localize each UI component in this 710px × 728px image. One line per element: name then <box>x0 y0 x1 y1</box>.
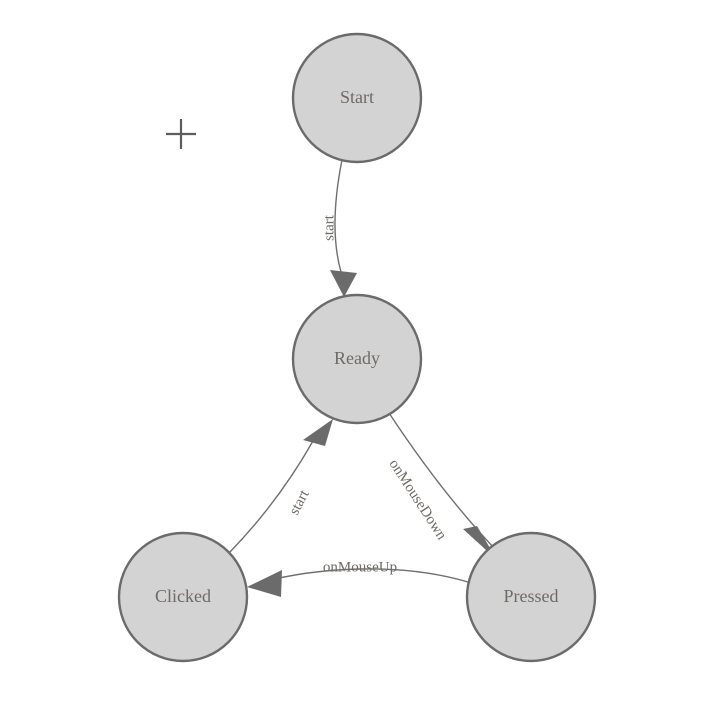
edge-start-to-ready[interactable]: start <box>321 159 357 297</box>
edge-label-pressed-to-clicked: onMouseUp <box>323 559 397 575</box>
node-clicked[interactable]: Clicked <box>117 531 249 663</box>
edge-label-ready-to-pressed: onMouseDown <box>386 457 450 544</box>
node-pressed[interactable]: Pressed <box>465 531 597 663</box>
plus-marker-icon <box>166 119 196 149</box>
node-shape <box>465 531 597 663</box>
edge-line <box>334 159 343 273</box>
node-label-ready: Ready <box>334 348 380 368</box>
arrow-head <box>330 270 357 297</box>
node-shape <box>291 32 423 164</box>
edge-ready-to-pressed[interactable]: onMouseDown <box>386 412 497 560</box>
edge-label-start-to-ready: start <box>321 214 337 241</box>
node-label-pressed: Pressed <box>504 586 559 606</box>
edge-pressed-to-clicked[interactable]: onMouseUp <box>247 559 469 597</box>
edge-clicked-to-ready[interactable]: start <box>228 419 333 554</box>
node-start[interactable]: Start <box>291 32 423 164</box>
node-shape <box>117 531 249 663</box>
node-label-start: Start <box>340 87 374 107</box>
edge-label-clicked-to-ready: start <box>286 487 313 518</box>
arrow-head <box>303 419 333 446</box>
node-shape <box>291 293 423 425</box>
node-ready[interactable]: Ready <box>291 293 423 425</box>
edge-line <box>228 440 314 554</box>
arrow-head <box>247 570 282 597</box>
node-label-clicked: Clicked <box>155 586 211 606</box>
